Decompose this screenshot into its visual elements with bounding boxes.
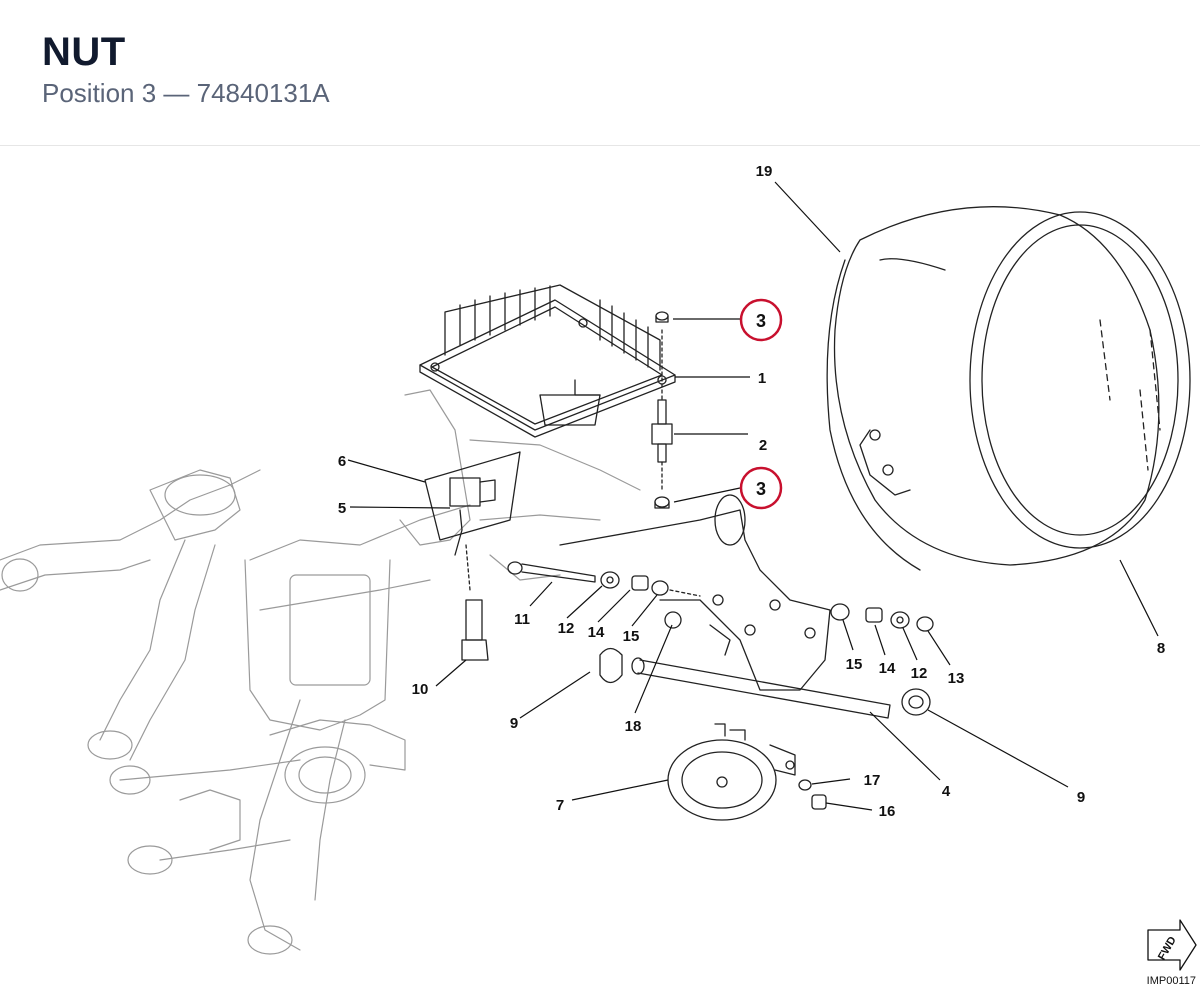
callout-15-right[interactable]: 15 xyxy=(846,656,863,673)
bolt-11-drawing xyxy=(507,561,701,597)
ecu-module-drawing xyxy=(419,284,676,438)
right-hardware-drawing xyxy=(664,603,934,632)
page-header: NUT Position 3 — 74840131A xyxy=(0,0,1200,146)
callout-1[interactable]: 1 xyxy=(758,370,766,387)
callout-9-left[interactable]: 9 xyxy=(510,715,518,732)
stud-and-nuts-drawing xyxy=(651,311,673,509)
bracket-drawing xyxy=(559,494,831,691)
callout-3-bottom[interactable]: 3 xyxy=(756,479,766,499)
highlight-markers xyxy=(739,298,783,510)
figure-reference-code: IMP00117 xyxy=(1147,975,1196,987)
callout-2[interactable]: 2 xyxy=(759,437,767,454)
callout-5[interactable]: 5 xyxy=(338,500,346,517)
shaft-drawing xyxy=(599,647,931,719)
callout-3-top[interactable]: 3 xyxy=(756,311,766,331)
callout-7[interactable]: 7 xyxy=(556,797,564,814)
fwd-arrow-icon xyxy=(1147,919,1197,971)
relay-drawing xyxy=(424,451,521,556)
callout-13[interactable]: 13 xyxy=(948,670,965,687)
callout-4[interactable]: 4 xyxy=(942,783,951,800)
highlight-circle-3-bottom[interactable] xyxy=(739,466,783,510)
callout-17[interactable]: 17 xyxy=(864,772,881,789)
callout-15-left[interactable]: 15 xyxy=(623,628,640,645)
callout-11[interactable]: 11 xyxy=(514,611,530,628)
highlight-circle-3-top[interactable] xyxy=(739,298,783,342)
headlamp-drawing xyxy=(826,206,1191,571)
callout-18[interactable]: 18 xyxy=(625,718,642,735)
callout-9-right[interactable]: 9 xyxy=(1077,789,1085,806)
horn-drawing xyxy=(667,723,827,821)
part-subtitle: Position 3 — 74840131A xyxy=(42,78,330,108)
callout-12-left[interactable]: 12 xyxy=(558,620,575,637)
fwd-label: FWD xyxy=(1156,935,1179,963)
exploded-parts-diagram: 19 3 1 2 3 6 5 11 12 14 15 15 14 12 13 8… xyxy=(0,163,1197,987)
callout-12-right[interactable]: 12 xyxy=(911,665,928,682)
callout-14-left[interactable]: 14 xyxy=(588,624,605,641)
callout-8[interactable]: 8 xyxy=(1157,640,1165,657)
frame-drawing xyxy=(0,389,641,955)
callout-19[interactable]: 19 xyxy=(756,163,773,180)
callout-10[interactable]: 10 xyxy=(412,681,429,698)
callout-16[interactable]: 16 xyxy=(879,803,896,820)
callout-6[interactable]: 6 xyxy=(338,453,346,470)
bolt-10-drawing xyxy=(461,544,489,661)
callout-14-right[interactable]: 14 xyxy=(879,660,896,677)
part-title: NUT xyxy=(42,30,126,74)
